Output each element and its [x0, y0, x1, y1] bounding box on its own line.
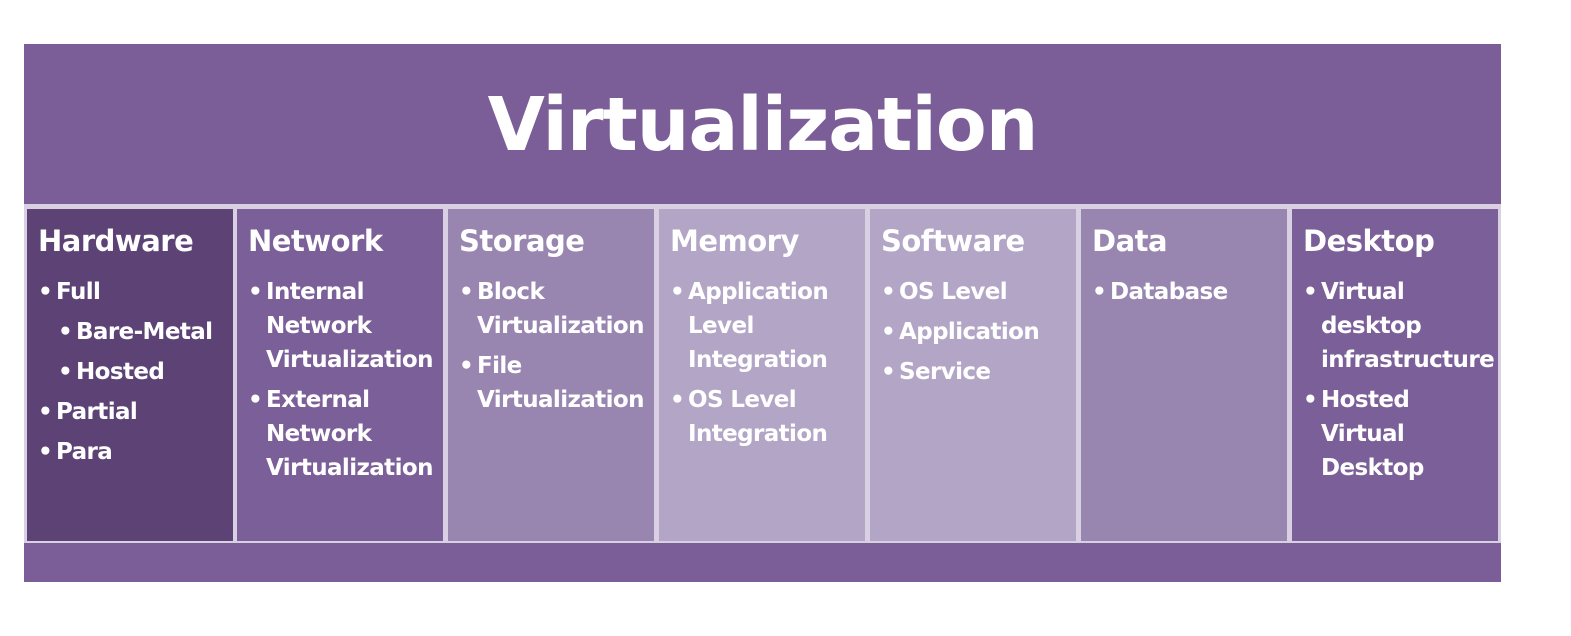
bullet-icon: • — [881, 279, 896, 305]
bullet-icon: • — [58, 319, 73, 345]
bullet-icon: • — [881, 359, 896, 385]
bullet-icon: • — [670, 387, 685, 413]
title-bar: Virtualization — [24, 44, 1501, 204]
column-header-memory: Memory — [670, 224, 799, 258]
list-item: •OS Level — [881, 275, 1076, 309]
list-item: •Service — [881, 355, 1076, 389]
list-item-text: Integration — [688, 347, 828, 373]
bullet-icon: • — [38, 399, 53, 425]
list-item: •Para — [38, 435, 233, 469]
bullet-icon: • — [1092, 279, 1107, 305]
column-hardware: Hardware •Full•Bare-Metal•Hosted•Partial… — [27, 209, 233, 541]
list-item-text: Partial — [56, 399, 138, 425]
list-item-text: Virtualization — [266, 455, 433, 481]
list-item-text: Application — [899, 319, 1040, 345]
column-header-software: Software — [881, 224, 1025, 258]
bullet-icon: • — [1303, 279, 1318, 305]
list-item: •Database — [1092, 275, 1287, 309]
list-item-text: Network — [266, 421, 372, 447]
list-item: •Application — [881, 315, 1076, 349]
list-item-text: Level — [688, 313, 754, 339]
column-software: Software •OS Level•Application•Service — [870, 209, 1076, 541]
list-item-text: Virtualization — [477, 313, 644, 339]
bullet-icon: • — [248, 387, 263, 413]
bullet-icon: • — [58, 359, 73, 385]
list-item-text: Desktop — [1321, 455, 1424, 481]
list-item-text: Database — [1110, 279, 1228, 305]
list-item-text: Network — [266, 313, 372, 339]
list-item: •Hosted — [58, 355, 233, 389]
virtualization-diagram: Virtualization Hardware •Full•Bare-Metal… — [24, 44, 1501, 582]
bullet-icon: • — [881, 319, 896, 345]
list-item-text: Service — [899, 359, 991, 385]
list-item-text: OS Level — [688, 387, 797, 413]
diagram-title: Virtualization — [487, 82, 1039, 168]
bullet-icon: • — [459, 279, 474, 305]
list-item-text: Virtual — [1321, 279, 1405, 305]
list-item-text: Bare-Metal — [76, 319, 213, 345]
list-item-text: OS Level — [899, 279, 1008, 305]
list-item: •Bare-Metal — [58, 315, 233, 349]
list-item-text: Virtualization — [266, 347, 433, 373]
bottom-bar — [24, 543, 1501, 582]
title-divider — [24, 204, 1501, 207]
list-item-text: Application — [688, 279, 829, 305]
bullet-icon: • — [38, 439, 53, 465]
list-item-text: Para — [56, 439, 113, 465]
list-item-text: File — [477, 353, 522, 379]
bullet-icon: • — [248, 279, 263, 305]
list-item-text: desktop — [1321, 313, 1422, 339]
list-item: •Partial — [38, 395, 233, 429]
list-item: •Full — [38, 275, 233, 309]
column-header-data: Data — [1092, 224, 1168, 258]
column-data: Data •Database — [1081, 209, 1287, 541]
bullet-icon: • — [38, 279, 53, 305]
item-list-software: •OS Level•Application•Service — [881, 275, 1076, 389]
list-item-text: Integration — [688, 421, 828, 447]
column-header-desktop: Desktop — [1303, 224, 1435, 258]
list-item-text: External — [266, 387, 370, 413]
list-item-text: Internal — [266, 279, 364, 305]
column-header-storage: Storage — [459, 224, 585, 258]
list-item-text: Virtualization — [477, 387, 644, 413]
list-item: •Virtual desktop infrastructure — [1303, 275, 1498, 377]
list-item-text: infrastructure — [1321, 347, 1495, 373]
list-item-text: Full — [56, 279, 101, 305]
bullet-icon: • — [459, 353, 474, 379]
item-list-hardware: •Full•Bare-Metal•Hosted•Partial•Para — [38, 275, 233, 469]
list-item-text: Hosted — [1321, 387, 1410, 413]
column-header-hardware: Hardware — [38, 224, 194, 258]
bullet-icon: • — [1303, 387, 1318, 413]
list-item-text: Block — [477, 279, 545, 305]
column-header-network: Network — [248, 224, 383, 258]
category-columns: Hardware •Full•Bare-Metal•Hosted•Partial… — [24, 207, 1501, 543]
list-item-text: Hosted — [76, 359, 165, 385]
list-item-text: Virtual — [1321, 421, 1405, 447]
bullet-icon: • — [670, 279, 685, 305]
item-list-data: •Database — [1092, 275, 1287, 309]
